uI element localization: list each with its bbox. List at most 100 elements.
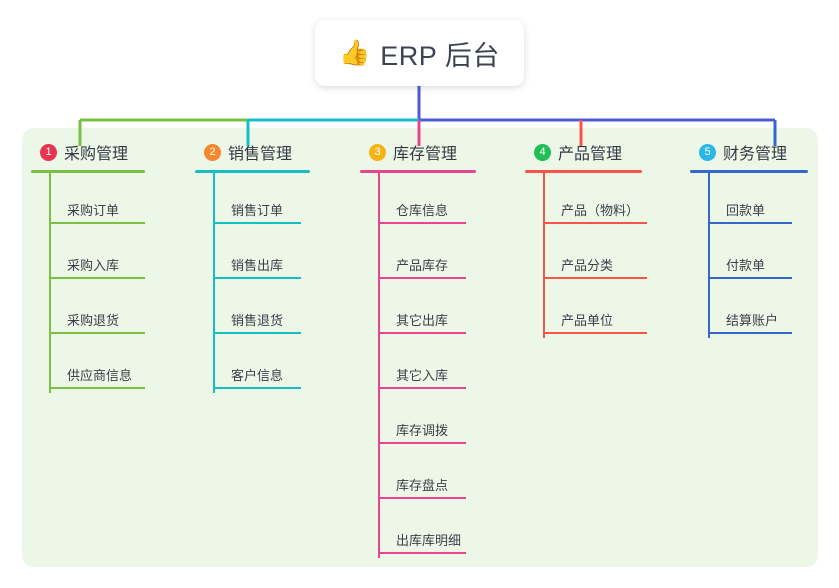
branch-item[interactable]: 产品（物料） [525,173,647,228]
branch-item-rule [378,497,466,499]
branch-item-rule [543,222,647,224]
branch-item-list: 回款单付款单结算账户 [690,173,808,338]
branch-header[interactable]: 2 销售管理 [195,140,310,164]
branch-spine [213,173,215,393]
branch-item-rule [708,277,792,279]
branch-title: 产品管理 [558,146,623,163]
branch-item-label: 产品（物料） [561,203,640,218]
branch-header-rule [360,170,476,173]
branch-title: 销售管理 [228,146,293,163]
branch-number-badge: 5 [699,143,716,161]
branch-item-rule [49,332,145,334]
branch-item-label: 供应商信息 [67,368,133,383]
branch-number-badge: 2 [204,143,221,161]
thumbs-up-icon: 👍 [339,38,371,67]
branch-item-rule [543,332,647,334]
branch-title: 库存管理 [393,146,458,163]
branch-item[interactable]: 采购入库 [31,228,145,283]
branch-header[interactable]: 3 库存管理 [360,140,476,164]
branch-item-rule [213,387,301,389]
diagram-panel [22,128,818,567]
branch-item-list: 销售订单销售出库销售退货客户信息 [195,173,310,393]
branch-item-list: 仓库信息产品库存其它出库其它入库库存调拨库存盘点出库库明细 [360,173,476,558]
branch-item[interactable]: 产品库存 [360,228,476,283]
branch-item-label: 销售出库 [231,258,284,273]
branch-header[interactable]: 1 采购管理 [31,140,145,164]
branch-item[interactable]: 出库库明细 [360,503,476,558]
branch-item-rule [543,277,647,279]
branch-item-label: 产品库存 [396,258,449,273]
branch-item[interactable]: 销售退货 [195,283,310,338]
branch-item-label: 采购入库 [67,258,120,273]
root-node[interactable]: 👍 ERP 后台 [315,20,524,86]
branch-column: 5 财务管理回款单付款单结算账户 [690,140,808,338]
branch-item-rule [708,332,792,334]
branch-item[interactable]: 仓库信息 [360,173,476,228]
branch-item-rule [213,332,301,334]
root-node-content: 👍 ERP 后台 [339,34,500,73]
branch-item[interactable]: 付款单 [690,228,808,283]
branch-item-label: 库存盘点 [396,478,449,493]
branch-item[interactable]: 库存盘点 [360,448,476,503]
branch-spine [49,173,51,393]
branch-item-label: 仓库信息 [396,203,449,218]
branch-column: 2 销售管理销售订单销售出库销售退货客户信息 [195,140,310,393]
branch-item-rule [213,222,301,224]
branch-item[interactable]: 客户信息 [195,338,310,393]
branch-item-rule [49,387,145,389]
branch-title: 采购管理 [64,146,129,163]
branch-item-label: 付款单 [726,258,766,273]
branch-item-rule [378,442,466,444]
branch-item-label: 销售退货 [231,313,284,328]
branch-item-label: 销售订单 [231,203,284,218]
branch-item-rule [378,332,466,334]
branch-header[interactable]: 4 产品管理 [525,140,642,164]
branch-item-rule [378,552,466,554]
branch-item[interactable]: 销售订单 [195,173,310,228]
branch-spine [378,173,380,558]
branch-item[interactable]: 回款单 [690,173,808,228]
branch-header-rule [525,170,642,173]
branch-column: 1 采购管理采购订单采购入库采购退货供应商信息 [31,140,145,393]
branch-item[interactable]: 产品分类 [525,228,647,283]
branch-item[interactable]: 其它入库 [360,338,476,393]
branch-item-list: 采购订单采购入库采购退货供应商信息 [31,173,145,393]
branch-item-label: 其它入库 [396,368,449,383]
branch-item-rule [49,277,145,279]
branch-number-badge: 3 [369,143,386,161]
branch-item-label: 其它出库 [396,313,449,328]
branch-item-label: 回款单 [726,203,766,218]
branch-title: 财务管理 [723,146,788,163]
branch-column: 3 库存管理仓库信息产品库存其它出库其它入库库存调拨库存盘点出库库明细 [360,140,476,558]
branch-item-rule [378,222,466,224]
branch-column: 4 产品管理产品（物料） 产品分类产品单位 [525,140,647,338]
branch-item[interactable]: 采购退货 [31,283,145,338]
branch-item[interactable]: 销售出库 [195,228,310,283]
branch-item[interactable]: 库存调拨 [360,393,476,448]
branch-item-rule [708,222,792,224]
branch-spine [543,173,545,338]
branch-item-list: 产品（物料） 产品分类产品单位 [525,173,647,338]
branch-number-badge: 4 [534,143,551,161]
branch-item-label: 出库库明细 [396,533,462,548]
branch-header-rule [690,170,808,173]
branch-header-rule [195,170,310,173]
branch-number-badge: 1 [40,143,57,161]
branch-item-label: 采购退货 [67,313,120,328]
branch-item[interactable]: 其它出库 [360,283,476,338]
branch-item-label: 客户信息 [231,368,284,383]
branch-item[interactable]: 产品单位 [525,283,647,338]
branch-item[interactable]: 结算账户 [690,283,808,338]
branch-item-label: 结算账户 [726,313,779,328]
branch-item-label: 产品分类 [561,258,614,273]
branch-item-label: 采购订单 [67,203,120,218]
branch-item[interactable]: 采购订单 [31,173,145,228]
branch-item-label: 库存调拨 [396,423,449,438]
branch-item-rule [378,387,466,389]
branch-item[interactable]: 供应商信息 [31,338,145,393]
branch-item-rule [49,222,145,224]
branch-header[interactable]: 5 财务管理 [690,140,808,164]
branch-item-rule [213,277,301,279]
branch-item-rule [378,277,466,279]
